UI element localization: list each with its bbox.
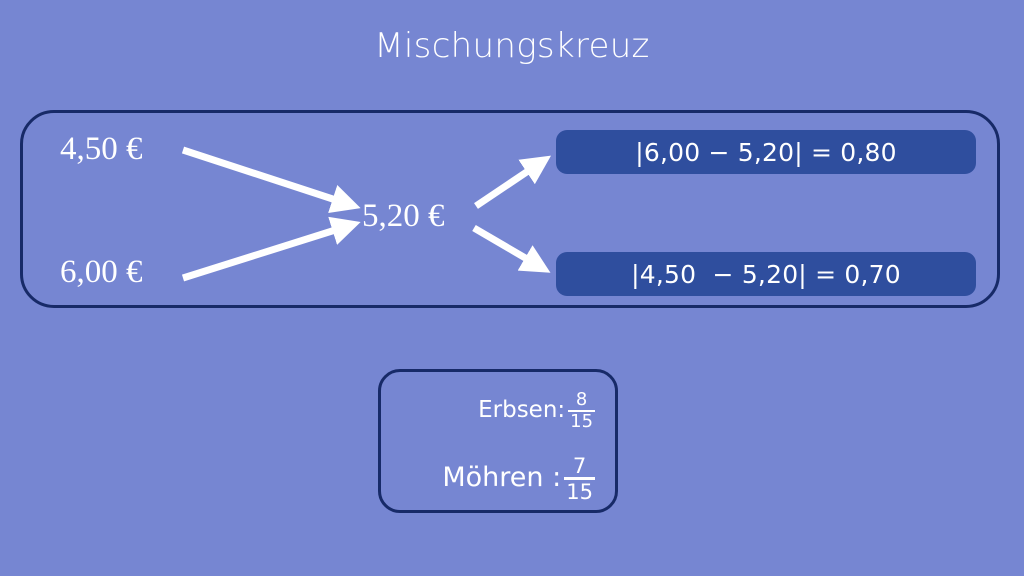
legend-row-erbsen: Erbsen: 8 15 xyxy=(381,390,595,431)
legend-panel: Erbsen: 8 15 Möhren : 7 15 xyxy=(378,369,618,513)
legend-row-moehren: Möhren : 7 15 xyxy=(381,454,595,502)
legend-fraction-moehren: 7 15 xyxy=(564,455,595,502)
input-price-top: 4,50 € xyxy=(60,131,143,167)
fraction-bar-icon xyxy=(564,477,595,480)
legend-label-moehren: Möhren : xyxy=(442,461,562,493)
center-price: 5,20 € xyxy=(362,198,445,234)
legend-fraction-moehren-numerator: 7 xyxy=(572,453,587,478)
mixing-cross-panel xyxy=(20,110,1000,308)
legend-fraction-moehren-denominator: 15 xyxy=(566,478,593,504)
result-box-bottom: |4,50 − 5,20| = 0,70 xyxy=(556,252,976,296)
legend-fraction-erbsen: 8 15 xyxy=(568,391,595,431)
legend-fraction-erbsen-numerator: 8 xyxy=(575,389,588,410)
page-title: Mischungskreuz xyxy=(374,26,650,66)
result-box-top: |6,00 − 5,20| = 0,80 xyxy=(556,130,976,174)
legend-label-erbsen: Erbsen: xyxy=(478,397,566,424)
legend-fraction-erbsen-denominator: 15 xyxy=(570,411,593,433)
input-price-bottom: 6,00 € xyxy=(60,254,143,290)
fraction-bar-icon xyxy=(568,409,595,413)
